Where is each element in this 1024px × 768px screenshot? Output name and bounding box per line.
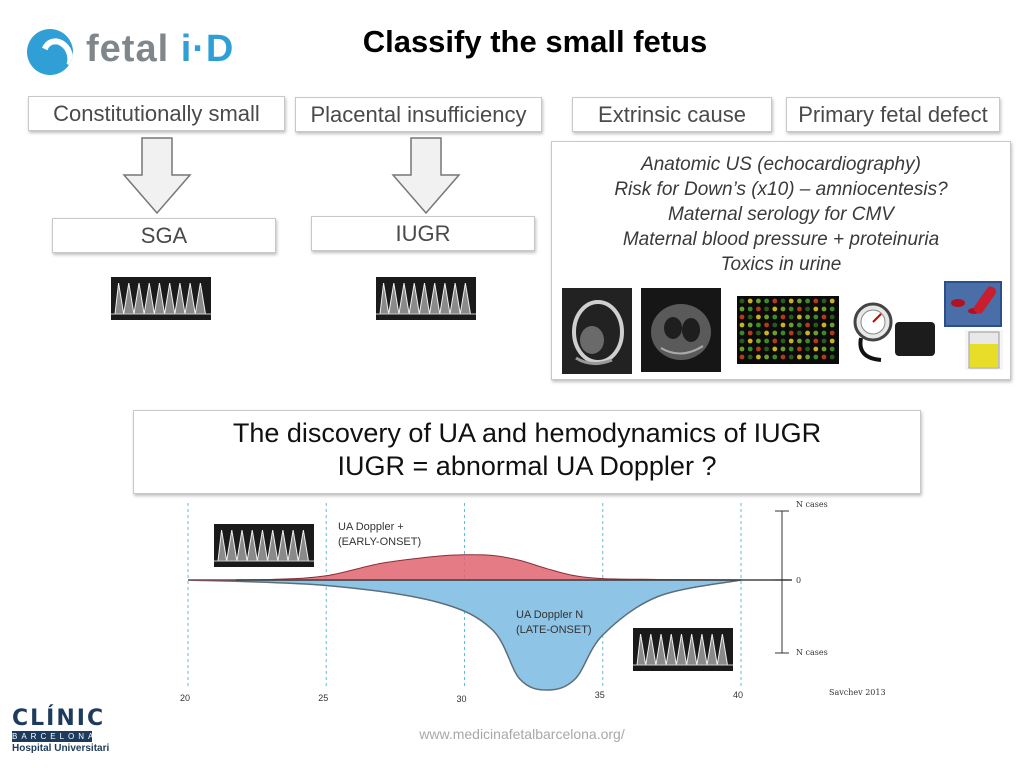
workup-item: Maternal blood pressure + proteinuria [622, 229, 940, 250]
blood-sample-image [944, 281, 1002, 327]
footer-url: www.medicinafetalbarcelona.org/ [419, 726, 625, 742]
clinic-logo-name: CLÍNIC [12, 706, 106, 731]
x-tick-label: 35 [595, 690, 605, 700]
workup-item: Anatomic US (echocardiography) [641, 154, 921, 175]
result-iugr: IUGR [311, 216, 535, 251]
late-onset-label: UA Doppler N (LATE-ONSET) [516, 609, 592, 636]
echocardiography-image [641, 288, 721, 372]
doppler-waveform-image [633, 628, 733, 671]
clinic-logo-city: BARCELONA [12, 731, 98, 742]
urine-sample-image [965, 330, 1003, 370]
workup-item: Risk for Down’s (x10) – amniocentesis? [614, 179, 948, 200]
category-extrinsic-cause: Extrinsic cause [572, 97, 772, 132]
banner-line-2: IUGR = abnormal UA Doppler ? [337, 451, 717, 481]
logo-accent: i·D [180, 28, 235, 70]
early-onset-label: UA Doppler + (EARLY-ONSET) [338, 521, 422, 548]
iugr-banner: The discovery of UA and hemodynamics of … [133, 410, 921, 494]
clinic-logo-hospital: Hospital Universitari [12, 743, 110, 754]
y-axis-zero-label: 0 [796, 576, 802, 585]
x-tick-labels: 20 25 30 35 40 [180, 690, 743, 704]
count-axis [775, 510, 789, 654]
late-onset-area [187, 579, 742, 691]
x-tick-label: 25 [318, 693, 328, 703]
y-axis-top-label: N cases [796, 500, 828, 509]
x-tick-label: 40 [733, 690, 743, 700]
doppler-waveform-image [111, 277, 211, 320]
workup-item: Toxics in urine [720, 254, 842, 275]
x-tick-label: 20 [180, 693, 190, 703]
x-tick-label: 30 [456, 694, 466, 704]
logo-word: fetal [86, 28, 181, 70]
y-axis-bottom-label: N cases [796, 648, 828, 657]
doppler-waveform-image [214, 524, 314, 567]
result-sga: SGA [52, 218, 276, 253]
fetal-logo-icon [27, 29, 73, 75]
down-arrow-icon [391, 137, 461, 215]
fetal-ultrasound-image [562, 288, 632, 374]
category-placental-insufficiency: Placental insufficiency [295, 97, 542, 132]
category-constitutionally-small: Constitutionally small [28, 96, 285, 131]
category-primary-fetal-defect: Primary fetal defect [786, 97, 1000, 132]
workup-panel: Anatomic US (echocardiography) Risk for … [551, 141, 1011, 380]
workup-item: Maternal serology for CMV [668, 204, 894, 225]
banner-line-1: The discovery of UA and hemodynamics of … [232, 418, 822, 448]
chart-source: Savchev 2013 [829, 688, 886, 697]
serology-microarray-image [737, 296, 839, 364]
onset-distribution-chart: 20 25 30 35 40 [180, 503, 792, 704]
blood-pressure-cuff-image [851, 298, 935, 364]
down-arrow-icon [122, 137, 192, 215]
early-onset-area [187, 554, 742, 581]
page-title: Classify the small fetus [362, 24, 708, 59]
doppler-waveform-image [376, 277, 476, 320]
